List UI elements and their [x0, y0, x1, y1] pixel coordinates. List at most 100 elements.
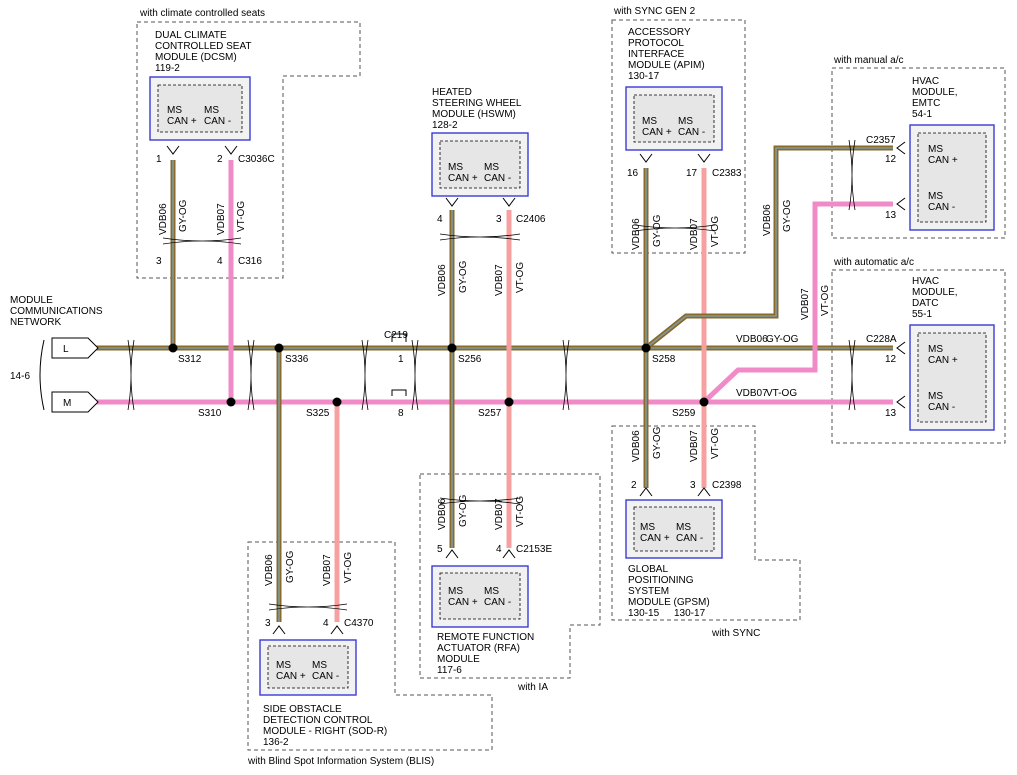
- emtc-name-1: HVAC: [912, 76, 939, 87]
- dcsm-vdb06: VDB06: [158, 203, 169, 235]
- apim-name-4: MODULE (APIM): [628, 60, 705, 71]
- c2153e-label: C2153E: [516, 544, 552, 555]
- apim-condition: with SYNC GEN 2: [613, 6, 696, 17]
- hswm-gyog: GY-OG: [458, 260, 469, 293]
- gpsm-canm: CAN -: [676, 533, 703, 544]
- sodr-name-2: DETECTION CONTROL: [263, 715, 373, 726]
- gpsm-ref2: 130-17: [674, 608, 706, 619]
- c2406-label: C2406: [516, 214, 546, 225]
- rfa-vdb06: VDB06: [437, 498, 448, 530]
- rfa-name-2: ACTUATOR (RFA): [437, 643, 520, 654]
- splice-s259-dot: [699, 397, 709, 407]
- datc-condition: with automatic a/c: [833, 257, 914, 268]
- pin-arrows: [166, 141, 906, 635]
- hswm-pin2: 3: [496, 214, 502, 225]
- datc-name-2: MODULE,: [912, 287, 958, 298]
- apim-canm: CAN -: [678, 127, 705, 138]
- datc-canp: CAN +: [928, 355, 958, 366]
- hswm-name-1: HEATED: [432, 87, 472, 98]
- apim-gyog: GY-OG: [652, 214, 663, 247]
- dcsm-gyog: GY-OG: [178, 199, 189, 232]
- emtc-vdb06: VDB06: [762, 204, 773, 236]
- dcsm-canp: CAN +: [167, 116, 197, 127]
- page-ref: 14-6: [10, 371, 30, 382]
- hswm-pin1: 4: [437, 214, 443, 225]
- dcsm-name-3: MODULE (DCSM): [155, 52, 237, 63]
- c219-label: C219: [384, 330, 408, 341]
- emtc-canm: CAN -: [928, 202, 955, 213]
- datc-vdb06: VDB06: [736, 334, 768, 345]
- sodr-vtog: VT-OG: [343, 552, 354, 583]
- apim-name-1: ACCESSORY: [628, 27, 691, 38]
- splice-s336-label: S336: [285, 354, 309, 365]
- datc-gyog: GY-OG: [766, 334, 799, 345]
- dcsm-name-2: CONTROLLED SEAT: [155, 41, 252, 52]
- splice-s256-dot: [447, 343, 457, 353]
- c228a-label: C228A: [866, 334, 897, 345]
- c3036c-label: C3036C: [238, 154, 275, 165]
- datc-pin2: 13: [885, 408, 897, 419]
- hswm-vdb07: VDB07: [494, 264, 505, 296]
- gpsm-vdb07: VDB07: [689, 430, 700, 462]
- network-title-line3: NETWORK: [10, 317, 61, 328]
- dcsm-name-1: DUAL CLIMATE: [155, 30, 227, 41]
- splice-s257-dot: [504, 397, 514, 407]
- network-title-line2: COMMUNICATIONS: [10, 306, 103, 317]
- dcsm-vdb07: VDB07: [216, 203, 227, 235]
- sodr-canm: CAN -: [312, 671, 339, 682]
- datc-pin1: 12: [885, 354, 897, 365]
- dcsm-option-box: [136, 21, 361, 279]
- emtc-ms2: MS: [928, 191, 943, 202]
- hswm-canm: CAN -: [484, 173, 511, 184]
- sodr-vdb06: VDB06: [264, 554, 275, 586]
- dcsm-pin1: 1: [156, 154, 162, 165]
- dcsm-ms2: MS: [204, 105, 219, 116]
- sodr-gyog: GY-OG: [285, 550, 296, 583]
- emtc-gyog: GY-OG: [782, 199, 793, 232]
- apim-name-2: PROTOCOL: [628, 38, 684, 49]
- emtc-name-3: EMTC: [912, 98, 940, 109]
- bus-m-label: M: [63, 398, 71, 409]
- emtc-canp: CAN +: [928, 155, 958, 166]
- gpsm-condition: with SYNC: [711, 628, 760, 639]
- apim-ref: 130-17: [628, 71, 660, 82]
- hswm-name-2: STEERING WHEEL: [432, 98, 522, 109]
- datc-name-1: HVAC: [912, 276, 939, 287]
- emtc-vdb07: VDB07: [800, 288, 811, 320]
- c2398-label: C2398: [712, 480, 742, 491]
- apim-vdb07: VDB07: [689, 218, 700, 250]
- emtc-condition: with manual a/c: [833, 55, 903, 66]
- hswm-ms2: MS: [484, 162, 499, 173]
- datc-vdb07: VDB07: [736, 388, 768, 399]
- hswm-vdb06: VDB06: [437, 264, 448, 296]
- bus-l-label: L: [63, 344, 69, 355]
- gpsm-ref1: 130-15: [628, 608, 660, 619]
- gpsm-canp: CAN +: [640, 533, 670, 544]
- emtc-pin1: 12: [885, 154, 897, 165]
- gpsm-name-2: POSITIONING: [628, 575, 694, 586]
- emtc-name-2: MODULE,: [912, 87, 958, 98]
- datc-name-3: DATC: [912, 298, 938, 309]
- emtc-ref: 54-1: [912, 109, 932, 120]
- c219-pin1: 1: [398, 354, 404, 365]
- gpsm-option-box: [611, 425, 801, 621]
- gpsm-name-1: GLOBAL: [628, 564, 668, 575]
- c219-pin8: 8: [398, 408, 404, 419]
- sodr-option-box: [247, 541, 493, 751]
- rfa-option-box: [419, 473, 601, 679]
- apim-vtog: VT-OG: [710, 216, 721, 247]
- apim-name-3: INTERFACE: [628, 49, 684, 60]
- gpsm-name-4: MODULE (GPSM): [628, 597, 710, 608]
- bus-m-flag: [51, 391, 99, 413]
- network-title-line1: MODULE: [10, 295, 53, 306]
- dcsm-ref: 119-2: [155, 63, 180, 74]
- bus-l-flag: [51, 337, 99, 359]
- gpsm-pin2: 3: [690, 480, 696, 491]
- splice-s258-label: S258: [652, 354, 676, 365]
- sodr-pin1: 3: [265, 618, 271, 629]
- datc-ms2: MS: [928, 391, 943, 402]
- c2357-label: C2357: [866, 135, 896, 146]
- gpsm-pin1: 2: [631, 480, 637, 491]
- dcsm-vtog: VT-OG: [236, 201, 247, 232]
- apim-vdb06: VDB06: [631, 218, 642, 250]
